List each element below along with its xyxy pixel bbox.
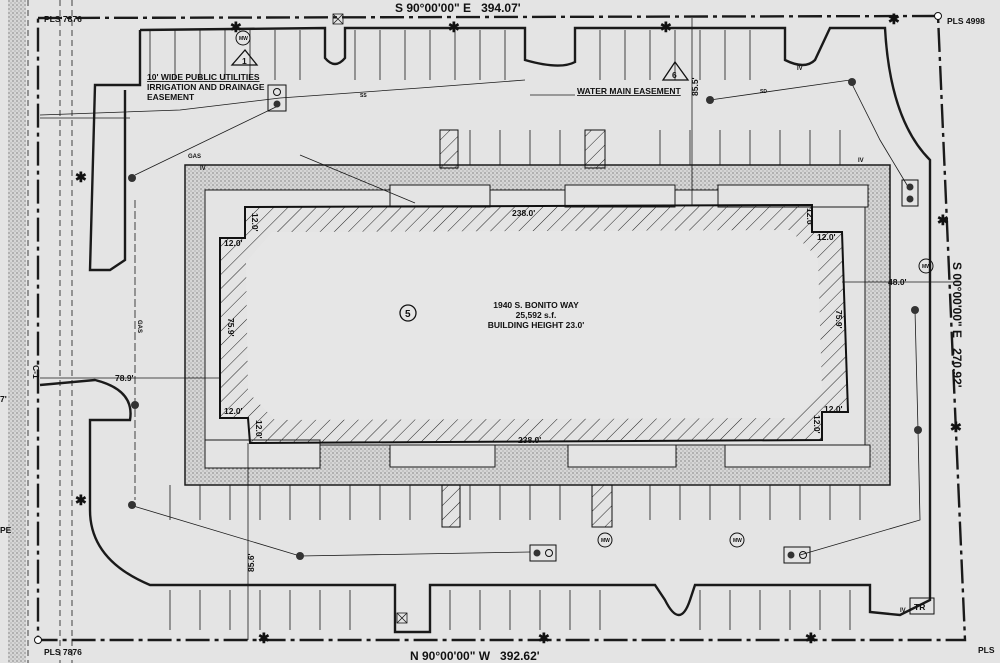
dim-left-depth: 75.9' (226, 318, 236, 337)
svg-text:5: 5 (405, 309, 411, 320)
dimension-lines (40, 18, 960, 640)
dim-bottom-width: 238.0' (518, 435, 541, 445)
dim-setback-east: 48.0' (888, 277, 907, 287)
gas-line-label: GAS (188, 154, 201, 160)
dim-notch: 12.0' (224, 406, 243, 416)
svg-text:✱: ✱ (950, 419, 962, 435)
dim-setback-south: 85.6' (246, 553, 256, 572)
north-boundary-bearing: S 90°00'00" E 394.07' (395, 1, 521, 15)
svg-text:✱: ✱ (258, 630, 270, 646)
dim-notch: 12.0' (250, 213, 260, 232)
dim-notch: 12.0' (824, 404, 843, 414)
building-footprint (219, 203, 850, 445)
monument-top-left: PLS 7876 (44, 14, 82, 24)
utilities-easement-label: 10' WIDE PUBLIC UTILITIES (147, 72, 260, 82)
south-boundary-bearing: N 90°00'00" W 392.62' (410, 649, 540, 663)
svg-text:6: 6 (672, 70, 677, 80)
svg-text:✱: ✱ (538, 630, 550, 646)
building-area: 25,592 s.f. (516, 310, 557, 320)
building-address: 1940 S. BONITO WAY (493, 300, 579, 310)
irrigation-valve: IV (200, 166, 206, 172)
tree-symbols: ✱ ✱ ✱ ✱ ✱ ✱ ✱ ✱ ✱ ✱ ✱ (75, 11, 962, 646)
property-boundary (36, 14, 967, 642)
svg-text:✱: ✱ (448, 19, 460, 35)
keynote-6: 6 (661, 60, 690, 81)
storm-drain-label: SD (760, 89, 767, 95)
monitoring-well-markers: MW MW MW MW (235, 30, 934, 548)
dim-notch: 12.0' (254, 420, 264, 439)
dim-setback-north: 85.5' (690, 77, 700, 96)
svg-text:✱: ✱ (660, 19, 672, 35)
svg-text:✱: ✱ (75, 492, 87, 508)
svg-text:MW: MW (922, 264, 931, 270)
gas-line-label: GAS (136, 320, 142, 333)
east-boundary-bearing: S 00°00'00" E 270.92' (950, 262, 964, 388)
dim-notch: 12.0' (805, 208, 815, 227)
dim-notch: 12.0' (224, 238, 243, 248)
utilities-easement-label-3: EASEMENT (147, 92, 195, 102)
parking-curb (39, 26, 932, 634)
sidewalk-west (8, 0, 26, 663)
pe-label: PE (0, 525, 12, 535)
transformer: TR (909, 597, 935, 615)
dim-notch: 12.0' (817, 232, 836, 242)
boxed-x-markers (332, 13, 408, 624)
utility-structures (128, 78, 922, 560)
dim-right-depth: 75.9' (834, 310, 844, 329)
svg-text:✱: ✱ (230, 19, 242, 35)
parking-stalls-south (169, 485, 861, 630)
monument-bottom-left: PLS 7876 (44, 647, 82, 657)
monument-top-right: PLS 4998 (947, 16, 985, 26)
svg-text:TR: TR (914, 602, 925, 612)
svg-text:MW: MW (733, 538, 742, 544)
catch-basins (267, 84, 919, 564)
curb-label: C-1 (31, 365, 41, 379)
svg-text:✱: ✱ (75, 169, 87, 185)
svg-text:✱: ✱ (888, 11, 900, 27)
building-height: BUILDING HEIGHT 23.0' (488, 320, 584, 330)
utilities-easement-label-2: IRRIGATION AND DRAINAGE (147, 82, 265, 92)
dim-setback-west: 78.9' (115, 373, 134, 383)
utility-lines (39, 79, 921, 557)
dim-notch: 12.0' (812, 415, 822, 434)
dim-west-partial: 7' (0, 394, 7, 404)
svg-text:✱: ✱ (937, 212, 949, 228)
keynote-5: 5 (399, 304, 417, 322)
monument-bottom-right: PLS (978, 645, 995, 655)
svg-text:MW: MW (601, 538, 610, 544)
dim-top-width: 238.0' (512, 208, 535, 218)
svg-text:1: 1 (242, 56, 247, 66)
svg-text:✱: ✱ (805, 630, 817, 646)
irrigation-valve: IV (900, 608, 906, 614)
sewer-line-label: SS (360, 93, 367, 99)
keynote-1: 1 (230, 48, 259, 66)
svg-text:MW: MW (239, 36, 248, 42)
striped-aisles (439, 129, 613, 528)
water-main-easement-label: WATER MAIN EASEMENT (577, 86, 682, 96)
irrigation-valve: IV (797, 66, 803, 72)
irrigation-valve: IV (858, 158, 864, 164)
